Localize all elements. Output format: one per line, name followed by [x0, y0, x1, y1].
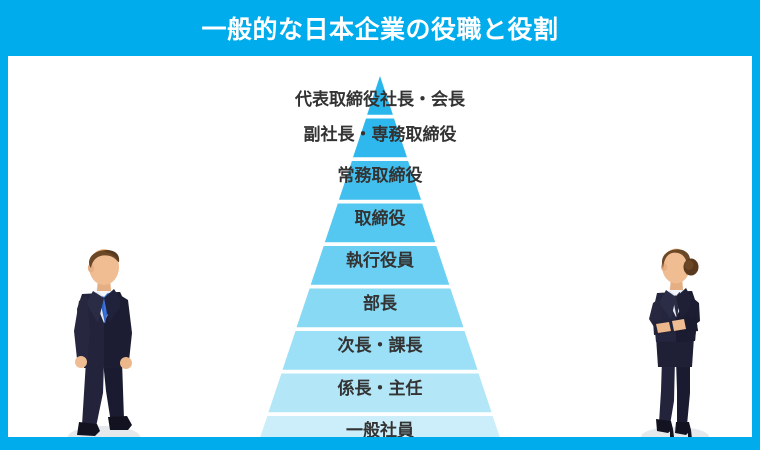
businesswoman-illustration [620, 241, 730, 437]
pyramid-tier-1[interactable] [367, 76, 393, 115]
pyramid-svg [254, 76, 505, 437]
content-panel: 代表取締役社長・会長 副社長・専務取締役 常務取締役 取締役 執行役員 部長 次… [8, 56, 752, 437]
businessman-illustration [48, 241, 158, 437]
header-bar: 一般的な日本企業の役職と役割 [0, 0, 760, 56]
page-title: 一般的な日本企業の役職と役割 [201, 15, 559, 44]
pyramid-tier-3[interactable] [338, 161, 422, 200]
pyramid-tier-7[interactable] [282, 331, 478, 370]
pyramid-tier-2[interactable] [353, 118, 407, 158]
pyramid-tier-6[interactable] [296, 288, 464, 328]
pyramid-tier-9[interactable] [254, 416, 505, 437]
pyramid-tier-5[interactable] [310, 246, 450, 285]
pyramid-tier-4[interactable] [324, 203, 436, 243]
pyramid-tier-8[interactable] [268, 373, 492, 413]
